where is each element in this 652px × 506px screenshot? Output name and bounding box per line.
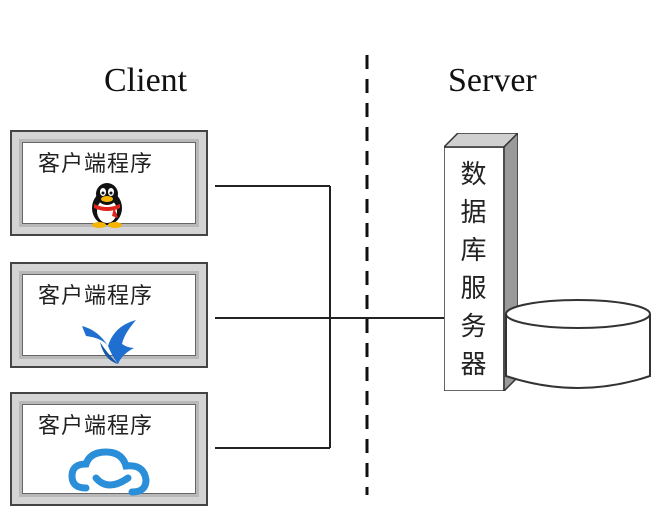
client-box-1: 客户端程序 xyxy=(10,130,208,236)
qq-penguin-icon xyxy=(92,183,122,228)
connection-lines xyxy=(215,55,444,495)
server-heading: Server xyxy=(448,62,537,99)
client-box-2: 客户端程序 xyxy=(10,262,208,368)
client-label-1: 客户端程序 xyxy=(38,152,154,177)
server-label: 数据库服务器 xyxy=(456,160,486,388)
bird-icon xyxy=(82,320,136,364)
client-label-2: 客户端程序 xyxy=(38,284,154,309)
database-cylinder-icon xyxy=(505,299,651,389)
client-label-3: 客户端程序 xyxy=(38,414,154,439)
cloud-icon xyxy=(68,448,150,496)
client-box-3: 客户端程序 xyxy=(10,392,208,506)
client-heading: Client xyxy=(104,62,188,99)
